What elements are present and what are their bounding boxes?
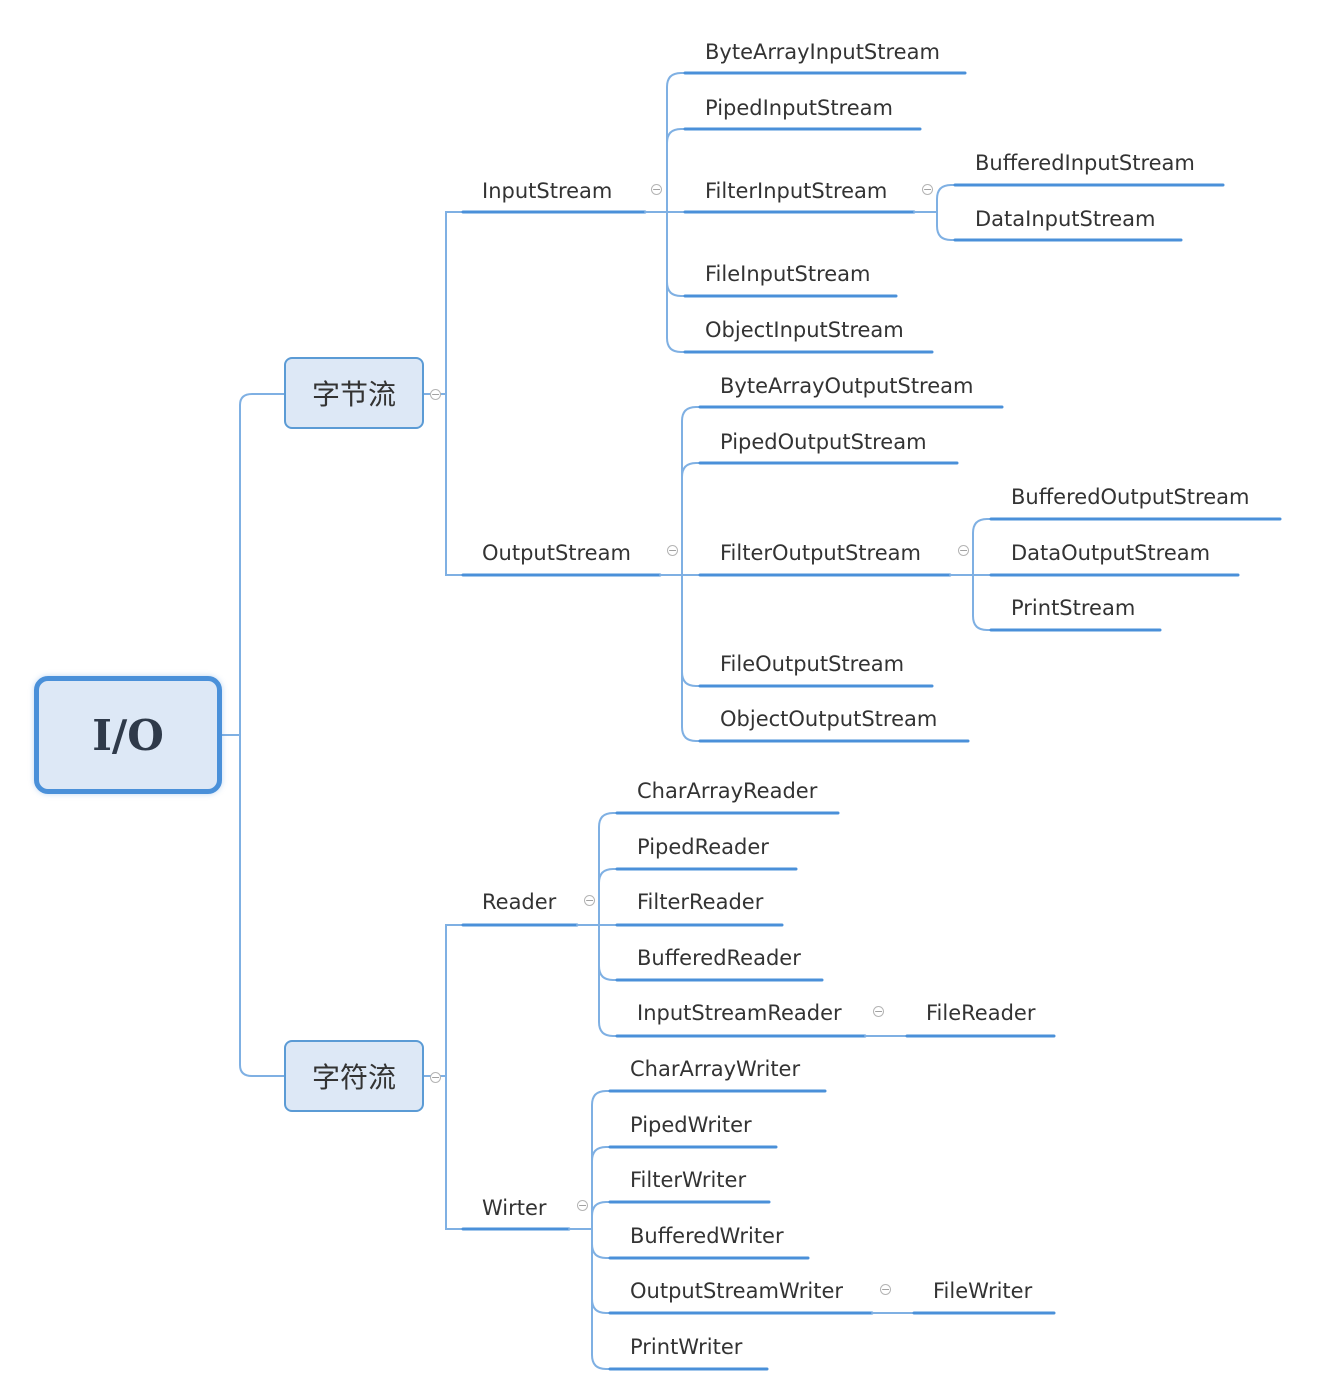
node-filereader[interactable]: FileReader [926, 1001, 1036, 1025]
connector-line [591, 1146, 611, 1230]
connector-line [681, 462, 701, 576]
node-inputstreamreader[interactable]: InputStreamReader [637, 1001, 842, 1025]
node-fileinputstream[interactable]: FileInputStream [705, 262, 871, 286]
connector-line [239, 734, 285, 1077]
connector-line [936, 211, 956, 241]
node-filterinputstream[interactable]: FilterInputStream [705, 179, 888, 203]
node-outputstream[interactable]: OutputStream [482, 541, 631, 565]
connector-line [666, 211, 686, 353]
node-pipedreader[interactable]: PipedReader [637, 835, 769, 859]
collapse-icon[interactable]: − [430, 1071, 441, 1084]
node-chararraywriter[interactable]: CharArrayWriter [630, 1057, 801, 1081]
collapse-icon[interactable]: − [880, 1283, 891, 1296]
collapse-icon[interactable]: − [667, 544, 678, 557]
node-bufferedoutputstream[interactable]: BufferedOutputStream [1011, 485, 1250, 509]
node-datainputstream[interactable]: DataInputStream [975, 207, 1156, 231]
node-objectinputstream[interactable]: ObjectInputStream [705, 318, 904, 342]
node-bufferedinputstream[interactable]: BufferedInputStream [975, 151, 1195, 175]
collapse-icon[interactable]: − [430, 388, 441, 401]
node-reader[interactable]: Reader [482, 890, 557, 914]
root-node-io[interactable]: I/O [34, 676, 222, 794]
node-dataoutputstream[interactable]: DataOutputStream [1011, 541, 1211, 565]
connector-line [936, 184, 956, 213]
node-outputstreamwriter[interactable]: OutputStreamWriter [630, 1279, 844, 1303]
node-objectoutputstream[interactable]: ObjectOutputStream [720, 707, 938, 731]
category-node-byte-stream[interactable]: 字节流 [284, 357, 424, 429]
connector-line [972, 518, 992, 576]
node-bufferedwriter[interactable]: BufferedWriter [630, 1224, 784, 1248]
node-pipedoutputstream[interactable]: PipedOutputStream [720, 430, 927, 454]
node-printwriter[interactable]: PrintWriter [630, 1335, 743, 1359]
node-pipedwriter[interactable]: PipedWriter [630, 1113, 752, 1137]
node-pipedinputstream[interactable]: PipedInputStream [705, 96, 893, 120]
connector-line [598, 924, 618, 1037]
connector-line [598, 812, 618, 926]
connector-line [445, 393, 464, 576]
node-filewriter[interactable]: FileWriter [933, 1279, 1033, 1303]
node-printstream[interactable]: PrintStream [1011, 596, 1136, 620]
connector-line [598, 868, 618, 926]
connector-line [972, 574, 992, 631]
connector-line [445, 1075, 464, 1230]
collapse-icon[interactable]: − [577, 1199, 588, 1212]
connector-line [591, 1228, 611, 1370]
node-filterreader[interactable]: FilterReader [637, 890, 764, 914]
connector-line [221, 393, 285, 736]
connector-line [666, 72, 686, 213]
node-filterwriter[interactable]: FilterWriter [630, 1168, 747, 1192]
node-filteroutputstream[interactable]: FilterOutputStream [720, 541, 921, 565]
node-chararrayreader[interactable]: CharArrayReader [637, 779, 818, 803]
node-bytearrayoutputstream[interactable]: ByteArrayOutputStream [720, 374, 974, 398]
connector-line [681, 406, 701, 576]
node-bytearrayinputstream[interactable]: ByteArrayInputStream [705, 40, 940, 64]
collapse-icon[interactable]: − [958, 544, 969, 557]
collapse-icon[interactable]: − [922, 183, 933, 196]
collapse-icon[interactable]: − [584, 894, 595, 907]
connector-line [591, 1201, 611, 1230]
connector-line [591, 1090, 611, 1230]
connector-line [681, 574, 701, 742]
collapse-icon[interactable]: − [873, 1005, 884, 1018]
category-node-char-stream[interactable]: 字符流 [284, 1040, 424, 1112]
collapse-icon[interactable]: − [651, 183, 662, 196]
node-inputstream[interactable]: InputStream [482, 179, 613, 203]
node-bufferedreader[interactable]: BufferedReader [637, 946, 801, 970]
node-fileoutputstream[interactable]: FileOutputStream [720, 652, 905, 676]
connector-line [666, 128, 686, 213]
node-writer[interactable]: Wirter [482, 1196, 547, 1220]
